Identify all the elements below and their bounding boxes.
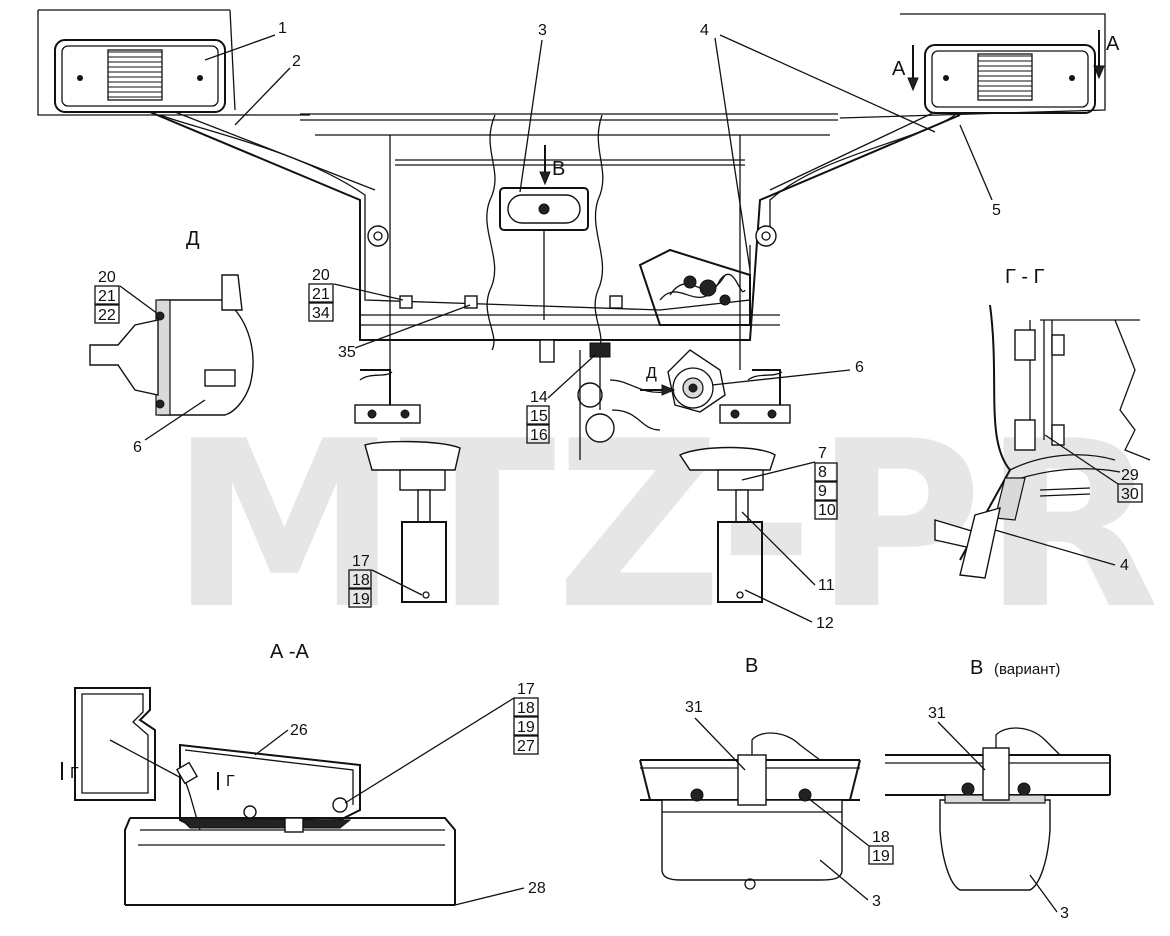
cab-right-outline <box>839 13 1106 119</box>
bracket-3 <box>609 295 623 309</box>
right-rear-lamp <box>924 44 1096 114</box>
callout-6-d: 6 <box>133 439 142 456</box>
view-d: Д 20 21 22 6 <box>89 228 254 456</box>
callout-17-main: 17 <box>352 553 370 570</box>
frame-beam <box>149 111 961 341</box>
callout-18-v: 18 <box>872 829 890 846</box>
support-breaks <box>359 371 783 381</box>
left-flag <box>401 521 447 603</box>
callout-19-main: 19 <box>352 591 370 608</box>
callout-7: 7 <box>818 445 827 462</box>
section-g-right: Г <box>226 773 235 790</box>
left-horn <box>364 440 461 471</box>
section-g-left: Г <box>70 765 79 782</box>
view-v-variant-note: (вариант) <box>994 661 1060 678</box>
right-clamp <box>717 469 764 491</box>
section-v-arrow: В <box>552 158 565 180</box>
view-v-title: В <box>745 655 758 677</box>
callout-21-main: 21 <box>312 286 330 303</box>
right-plate <box>719 404 791 424</box>
callout-8: 8 <box>818 464 827 481</box>
view-gg: Г - Г 29 30 4 <box>934 266 1151 579</box>
callout-19-v: 19 <box>872 848 890 865</box>
callout-27-aa: 27 <box>517 738 535 755</box>
callout-26: 26 <box>290 722 308 739</box>
view-v: В 31 18 19 3 <box>639 655 894 910</box>
callout-35: 35 <box>338 344 356 361</box>
callout-31-v: 31 <box>685 699 703 716</box>
harness-right <box>769 114 956 240</box>
view-d-title: Д <box>186 228 200 250</box>
callout-12: 12 <box>816 615 834 632</box>
roof-edge <box>300 113 838 121</box>
callout-11: 11 <box>818 577 835 594</box>
callout-17-aa: 17 <box>517 681 535 698</box>
right-stem <box>735 489 749 523</box>
bracket-4 <box>539 339 555 363</box>
break-line-2 <box>594 114 604 351</box>
section-d-arrow: Д <box>646 365 657 382</box>
grommet-right <box>755 225 777 247</box>
view-aa: А -А Г Г 26 17 18 19 27 28 <box>61 641 546 906</box>
lower-rail <box>360 314 780 326</box>
callout-34: 34 <box>312 305 330 322</box>
callout-14: 14 <box>530 389 548 406</box>
callout-21-d: 21 <box>98 288 116 305</box>
grommet-left <box>367 225 389 247</box>
bracket-1 <box>399 295 413 309</box>
callout-5: 5 <box>992 202 1001 219</box>
callout-3: 3 <box>538 22 547 39</box>
switch-assembly <box>577 342 666 460</box>
cab-left-outline <box>37 9 310 116</box>
callout-4-gg: 4 <box>1120 557 1129 574</box>
section-a-left: А <box>892 58 906 80</box>
callout-19-aa: 19 <box>517 719 535 736</box>
right-flag <box>717 521 763 603</box>
view-aa-title: А -А <box>270 641 310 663</box>
callout-30: 30 <box>1121 486 1139 503</box>
left-clamp <box>399 469 446 491</box>
main-callouts: 1 2 3 4 5 6 7 8 9 10 11 12 14 15 16 17 1… <box>204 20 1120 632</box>
lamp-housing-side <box>179 743 361 827</box>
bracket-2 <box>464 295 478 309</box>
callout-4: 4 <box>700 22 709 39</box>
view-v-variant: В (вариант) 31 3 <box>885 657 1111 922</box>
view-gg-title: Г - Г <box>1005 266 1045 288</box>
callout-3-var: 3 <box>1060 905 1069 922</box>
callout-20-main: 20 <box>312 267 330 284</box>
main-view <box>37 9 1106 603</box>
beacon-top-view <box>499 187 589 320</box>
callout-1: 1 <box>278 20 287 37</box>
callout-9: 9 <box>818 483 827 500</box>
callout-2: 2 <box>292 53 301 70</box>
callout-18-aa: 18 <box>517 700 535 717</box>
right-horn <box>678 446 776 471</box>
view-v-variant-title: В <box>970 657 983 679</box>
callout-6-main: 6 <box>855 359 864 376</box>
callout-28: 28 <box>528 880 546 897</box>
callout-18-main: 18 <box>352 572 370 589</box>
supports <box>360 369 781 410</box>
left-rear-lamp <box>54 39 226 113</box>
callout-16: 16 <box>530 427 548 444</box>
left-stem <box>417 489 431 523</box>
callout-20-d: 20 <box>98 269 116 286</box>
callout-10: 10 <box>818 502 836 519</box>
callout-22-d: 22 <box>98 307 116 324</box>
harness-left <box>159 114 751 311</box>
section-a-right: А <box>1106 33 1120 55</box>
break-line-1 <box>486 114 496 351</box>
callout-3-v: 3 <box>872 893 881 910</box>
callout-29: 29 <box>1121 467 1139 484</box>
callout-15: 15 <box>530 408 548 425</box>
relay-box <box>638 248 751 326</box>
headlamp-assembly <box>667 349 726 413</box>
callout-31-var: 31 <box>928 705 946 722</box>
left-plate <box>354 404 421 424</box>
frame-posts <box>389 135 745 370</box>
watermark: MTZ-PRO <box>170 393 1170 660</box>
